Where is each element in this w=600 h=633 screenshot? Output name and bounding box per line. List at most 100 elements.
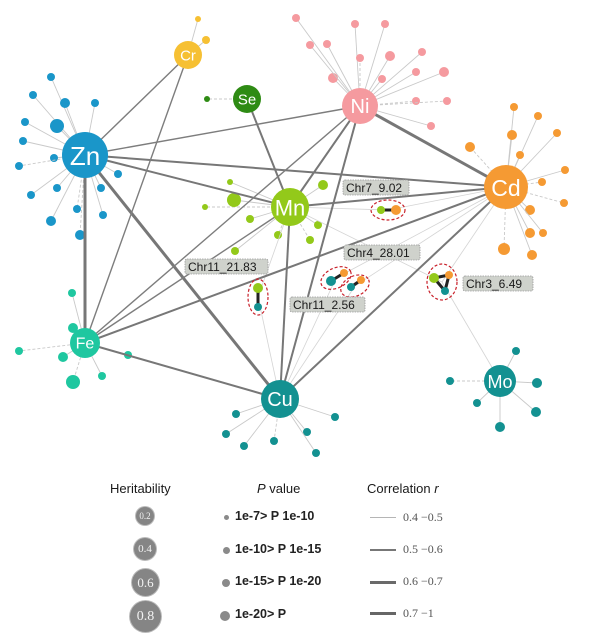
qtl-highlight-ellipse xyxy=(340,274,370,298)
qtl-label-box xyxy=(462,275,534,292)
correlation-edge-zn-cr xyxy=(84,54,189,156)
snp-node-cr xyxy=(195,16,201,22)
correlation-edge-ni-cd xyxy=(359,104,507,189)
snp-node-cd xyxy=(527,250,537,260)
pvalue-dot-1 xyxy=(224,515,229,520)
snp-node-zn xyxy=(29,91,37,99)
snp-node-cd xyxy=(516,151,524,159)
corr-label-2: 0.5 −0.6 xyxy=(403,542,443,556)
snp-node-mn xyxy=(318,180,328,190)
snp-node-cr xyxy=(202,36,210,44)
qtl-trait-edge xyxy=(441,281,501,382)
legend-correlation-title-italic: r xyxy=(434,481,439,496)
qtl-node-mn xyxy=(429,273,439,283)
heritability-swatch-3: 0.6 xyxy=(132,569,159,596)
corr-line-2 xyxy=(370,549,396,551)
shared-qtl-group: Chr4_28.01 xyxy=(320,244,421,290)
qtl-label-box xyxy=(289,296,366,313)
qtl-node-cu xyxy=(326,276,336,286)
qtl-node-cd xyxy=(357,276,365,284)
snp-node-zn xyxy=(114,170,122,178)
snp-node-cd xyxy=(538,178,546,186)
qtl-label: Chr7_9.02 xyxy=(346,181,402,195)
hub-label: Cu xyxy=(267,389,293,411)
qtl-node-cu xyxy=(347,283,355,291)
snp-node-mn xyxy=(306,236,314,244)
snp-node-mn xyxy=(246,215,254,223)
correlation-edge-fe-cd xyxy=(84,186,507,344)
snp-node-se xyxy=(204,96,210,102)
correlation-edge-fe-mn xyxy=(84,206,291,344)
hub-circle xyxy=(271,188,309,226)
correlation-edge-ni-fe xyxy=(84,105,361,344)
trait-hub-mn: Mn xyxy=(271,188,309,226)
pvalue-dot-2 xyxy=(223,547,230,554)
correlation-edge-zn-ni xyxy=(84,105,361,156)
snp-node-cd xyxy=(525,205,535,215)
hub-circle xyxy=(174,41,202,69)
snp-node-ni xyxy=(418,48,426,56)
snp-node-cu xyxy=(240,442,248,450)
snp-node-mn xyxy=(231,247,239,255)
trait-hub-mo: Mo xyxy=(484,365,516,397)
snp-node-ni xyxy=(412,68,420,76)
correlation-edge-zn-cu xyxy=(83,154,282,400)
correlation-edge-zn-cd xyxy=(84,154,507,188)
trait-hub-cu: Cu xyxy=(261,380,299,418)
corr-label-1: 0.4 −0.5 xyxy=(403,510,443,524)
snp-node-ni xyxy=(292,14,300,22)
correlation-edge-ni-mn xyxy=(289,105,361,208)
hub-label: Fe xyxy=(76,336,95,353)
snp-node-ni xyxy=(381,20,389,28)
snp-node-fe xyxy=(68,323,78,333)
pvalue-label-3: 1e-15> P 1e-20 xyxy=(235,574,322,588)
snp-node-ni xyxy=(378,75,386,83)
qtl-node-cd xyxy=(391,205,401,215)
shared-qtl-group: Chr7_9.02 xyxy=(342,179,410,221)
trait-hub-cd: Cd xyxy=(484,165,528,209)
snp-node-cu xyxy=(303,428,311,436)
snp-node-mo xyxy=(512,347,520,355)
hub-label: Ni xyxy=(351,96,370,118)
trait-hub-cr: Cr xyxy=(174,41,202,69)
snp-node-mo xyxy=(532,378,542,388)
snp-node-cd xyxy=(465,142,475,152)
snp-node-fe xyxy=(58,352,68,362)
qtl-label: Chr11_2.56 xyxy=(293,298,355,312)
trait-hub-se: Se xyxy=(233,85,261,113)
legend-correlation-title: Correlation r xyxy=(367,481,439,496)
snp-node-fe xyxy=(66,375,80,389)
qtl-node-mn xyxy=(253,283,263,293)
snp-node-cd xyxy=(510,103,518,111)
correlation-edge-fe-cu xyxy=(84,342,281,400)
correlation-edge-ni-cu xyxy=(279,105,361,400)
snp-node-cd xyxy=(561,166,569,174)
qtl-node-cd xyxy=(445,271,453,279)
correlation-edge-mn-cd xyxy=(289,186,507,208)
qtl-label-box xyxy=(184,258,269,275)
snp-node-zn xyxy=(21,118,29,126)
corr-label-3: 0.6 −0.7 xyxy=(403,574,443,588)
snp-node-zn xyxy=(50,154,58,162)
legend-pvalue-title-italic: P xyxy=(257,481,266,496)
snp-node-zn xyxy=(47,73,55,81)
correlation-edge-zn-mn xyxy=(84,154,291,208)
correlation-edge-se-mn xyxy=(246,98,291,208)
heritability-swatch-2: 0.4 xyxy=(134,538,156,560)
qtl-trait-edge xyxy=(354,186,507,287)
snp-node-zn xyxy=(53,184,61,192)
snp-node-cd xyxy=(534,112,542,120)
snp-node-zn xyxy=(19,137,27,145)
qtl-highlight-ellipse xyxy=(320,266,352,290)
qtl-node-mn xyxy=(377,206,385,214)
pvalue-dot-4 xyxy=(220,611,230,621)
qtl-node-cu xyxy=(254,303,262,311)
snp-node-mn xyxy=(227,193,241,207)
snp-node-zn xyxy=(91,99,99,107)
snp-node-zn xyxy=(27,191,35,199)
snp-node-mn xyxy=(314,221,322,229)
qtl-label-box xyxy=(342,179,410,196)
hub-circle xyxy=(484,165,528,209)
hub-circle xyxy=(70,328,100,358)
snp-node-ni xyxy=(439,67,449,77)
